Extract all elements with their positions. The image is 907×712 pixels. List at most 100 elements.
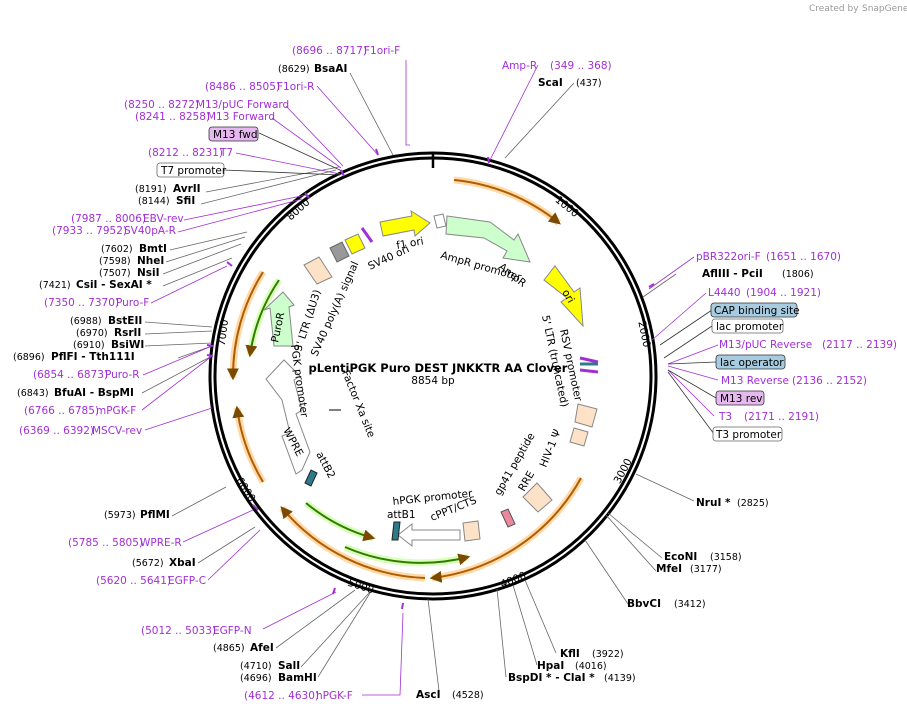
- enzyme-name[interactable]: BsiWI: [111, 339, 144, 351]
- enzyme-pos: (5973): [104, 510, 136, 521]
- enzyme-pos: (6970): [76, 328, 108, 339]
- puror-arrow[interactable]: [263, 291, 295, 347]
- enzyme-name[interactable]: BamHI: [278, 672, 317, 684]
- feature-arrow-egfp[interactable]: [305, 502, 376, 542]
- primer-range: (8696 .. 8717): [292, 45, 367, 57]
- primer-name[interactable]: L4440: [708, 287, 741, 299]
- enzyme-name[interactable]: CsiI - SexAI *: [76, 279, 152, 291]
- m13-rev-box[interactable]: [715, 390, 765, 406]
- primer-name[interactable]: T3: [718, 411, 732, 423]
- enzyme-name[interactable]: KflI: [560, 648, 580, 660]
- rsv-box[interactable]: [569, 427, 589, 447]
- plasmid-size: 8854 bp: [411, 375, 455, 387]
- primer-name[interactable]: F1ori-R: [277, 81, 314, 93]
- m13-fwd-box[interactable]: [208, 126, 259, 142]
- ampr-arrow[interactable]: [445, 215, 531, 263]
- primer-range: (7987 .. 8006): [71, 213, 146, 225]
- enzyme-name[interactable]: BmtI: [139, 243, 167, 255]
- t3-promoter-label: T3 promoter: [715, 429, 782, 441]
- m13-fwd-label: M13 fwd: [213, 129, 258, 141]
- primer-name[interactable]: MSCV-rev: [92, 425, 142, 437]
- label-gp41: gp41 peptide: [492, 431, 537, 498]
- t7-promoter-box[interactable]: [156, 162, 225, 178]
- hpgk-promoter-arrow[interactable]: [397, 522, 461, 548]
- attb1-marker[interactable]: [391, 521, 401, 541]
- primer-name[interactable]: mPGK-F: [96, 405, 136, 417]
- enzyme-name[interactable]: SalI: [278, 660, 300, 672]
- primer-name[interactable]: EBV-rev: [143, 213, 184, 225]
- enzyme-name[interactable]: PflFI - Tth111I: [51, 351, 135, 363]
- primer-name[interactable]: EGFP-N: [213, 625, 252, 637]
- enzyme-name[interactable]: XbaI: [169, 557, 196, 569]
- cap-site-box[interactable]: [710, 302, 798, 318]
- enzyme-name[interactable]: EcoNI: [664, 551, 697, 563]
- lac-promoter-box[interactable]: [711, 318, 784, 334]
- enzyme-name[interactable]: AvrII: [173, 183, 201, 195]
- enzyme-name[interactable]: NruI *: [696, 497, 731, 509]
- sv40-ori-marker[interactable]: [344, 233, 366, 255]
- ltr3-box[interactable]: [303, 256, 333, 285]
- primer-name[interactable]: M13 Reverse: [721, 375, 789, 387]
- primer-range: (8250 .. 8272): [124, 99, 199, 111]
- enzyme-name[interactable]: BbvCI: [627, 598, 661, 610]
- cap-site-label: CAP binding site: [714, 305, 800, 317]
- enzyme-name[interactable]: BsaAI: [314, 63, 347, 75]
- primer-name[interactable]: SV40pA-R: [124, 225, 176, 237]
- enzyme-name[interactable]: AfeI: [250, 642, 274, 654]
- cppt-box[interactable]: [462, 520, 481, 542]
- primer-name[interactable]: Amp-R: [502, 60, 537, 72]
- primer-range: (6369 .. 6392): [19, 425, 94, 437]
- feature-arrow-5000[interactable]: [280, 506, 426, 579]
- enzyme-name[interactable]: AscI: [416, 689, 441, 701]
- sv40-polya-marker[interactable]: [329, 241, 350, 263]
- enzyme-name[interactable]: HpaI: [537, 660, 564, 672]
- wpre-pgk-arrow[interactable]: [265, 359, 311, 475]
- tick-7000: 7000: [216, 319, 231, 347]
- primer-range: (6854 .. 6873): [33, 369, 108, 381]
- f1-ori-arrow[interactable]: [379, 209, 431, 237]
- enzyme-pos: (5672): [132, 558, 164, 569]
- enzyme-pos: (8629): [278, 64, 310, 75]
- gp41-marker[interactable]: [500, 508, 516, 528]
- feature-arrow-clover[interactable]: [344, 546, 471, 566]
- primer-name[interactable]: M13/pUC Reverse: [719, 339, 812, 351]
- enzyme-name[interactable]: BspDI * - ClaI *: [508, 672, 595, 684]
- enzyme-name[interactable]: PflMI: [140, 509, 170, 521]
- enzyme-name[interactable]: BfuAI - BspMI: [54, 387, 134, 399]
- enzyme-name[interactable]: NheI: [137, 255, 164, 267]
- primer-name[interactable]: Puro-F: [116, 297, 149, 309]
- lac-operator-box[interactable]: [715, 354, 786, 370]
- ltr5-box[interactable]: [574, 403, 598, 428]
- enzyme-name[interactable]: AflIII - PciI: [702, 268, 763, 280]
- feature-arrow-4000[interactable]: [429, 477, 582, 583]
- attb2-marker[interactable]: [304, 469, 318, 487]
- enzyme-name[interactable]: BstEII: [108, 315, 142, 327]
- primer-name[interactable]: pBR322ori-F: [696, 251, 761, 263]
- feature-arrow-6000[interactable]: [232, 405, 264, 483]
- enzyme-name[interactable]: NsiI: [137, 267, 160, 279]
- primer-name[interactable]: EGFP-C: [168, 575, 206, 587]
- primer-name[interactable]: T7: [219, 147, 233, 159]
- ampr-promoter-arrow[interactable]: [433, 213, 447, 229]
- enzyme-name[interactable]: SfiI: [176, 195, 195, 207]
- snapgene-logo: SnapGene: [862, 4, 907, 14]
- enzyme-name[interactable]: MfeI: [656, 563, 682, 575]
- t3-promoter-box[interactable]: [712, 426, 783, 442]
- feature-arrow-puro[interactable]: [245, 279, 280, 358]
- primer-name[interactable]: F1ori-F: [364, 45, 400, 57]
- primer-name[interactable]: M13 Forward: [207, 111, 275, 123]
- enzyme-pos: (6843): [17, 388, 49, 399]
- ori-arrow[interactable]: [543, 265, 584, 328]
- primer-name[interactable]: hPGK-F: [316, 690, 353, 702]
- feature-arrow-amp[interactable]: [453, 179, 561, 225]
- enzyme-name[interactable]: RsrII: [114, 327, 141, 339]
- enzyme-name[interactable]: ScaI: [538, 77, 563, 89]
- enzyme-pos: (3922): [592, 649, 624, 660]
- primer-name[interactable]: WPRE-R: [140, 537, 182, 549]
- primer-name[interactable]: Puro-R: [105, 369, 140, 381]
- feature-arrow-7000[interactable]: [226, 271, 264, 381]
- primer-name[interactable]: M13/pUC Forward: [196, 99, 289, 111]
- rre-box[interactable]: [522, 482, 553, 513]
